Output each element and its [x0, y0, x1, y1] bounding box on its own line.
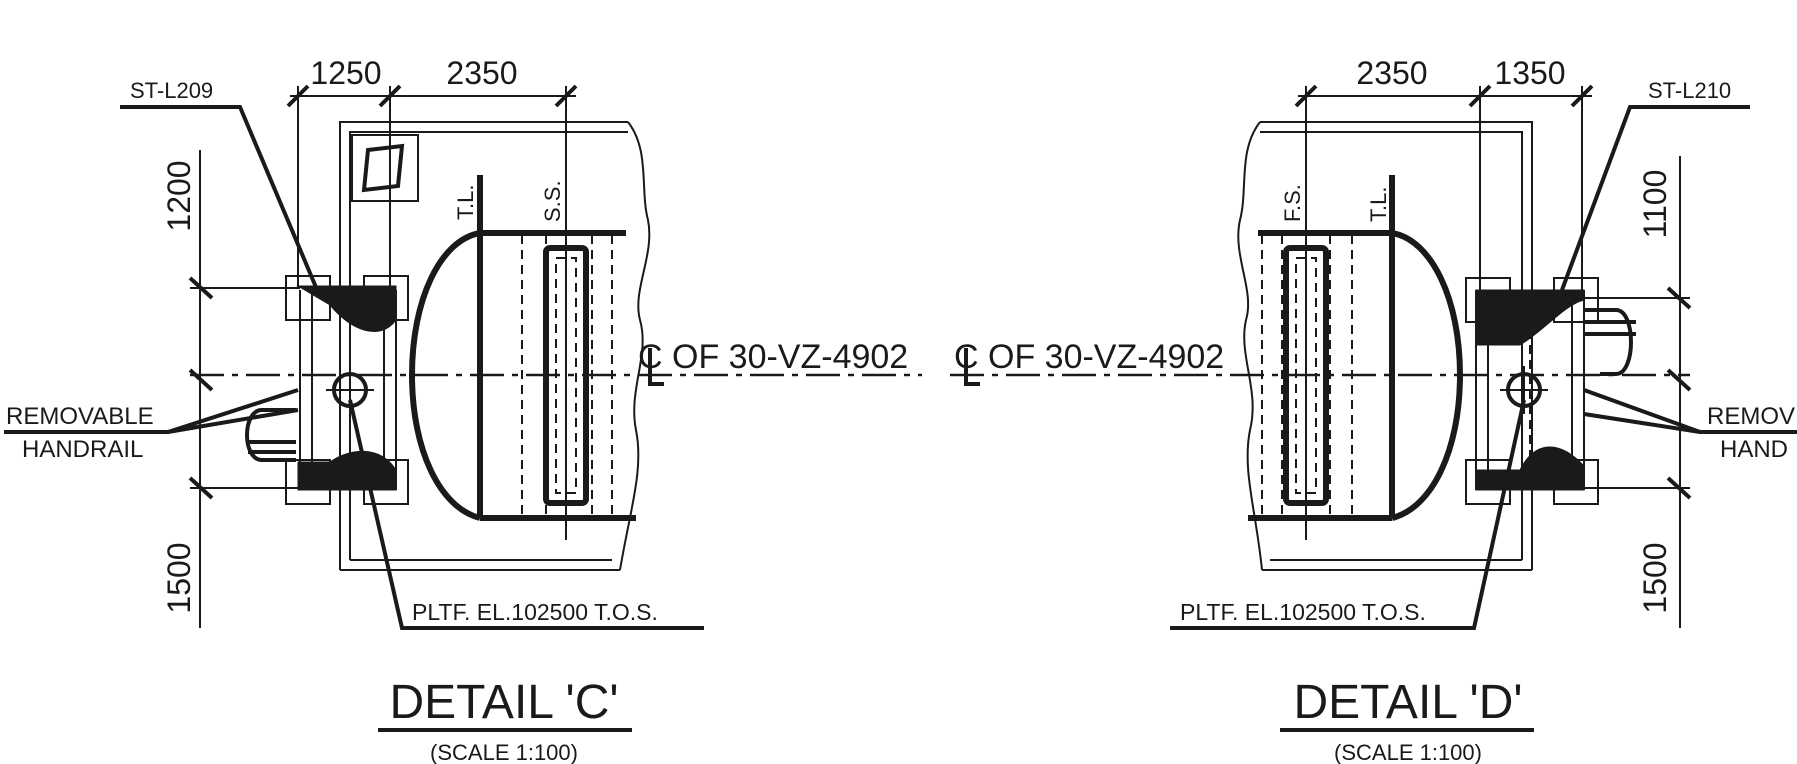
centerline-symbol-l: [648, 348, 664, 386]
dim-left-upper: 1200: [161, 160, 197, 231]
platform-label: PLTF. EL.102500 T.O.S.: [412, 599, 658, 625]
dim-left-lower: 1500: [161, 542, 197, 613]
handrail-loop: [1584, 308, 1633, 376]
dim-top-1: 2350: [1356, 55, 1427, 91]
dim-tick: [1570, 84, 1594, 108]
dim-top-1: 1250: [310, 55, 381, 91]
leader-handrail-2: [1583, 412, 1701, 434]
dim-top-2: 2350: [446, 55, 517, 91]
leader-platform: [348, 399, 704, 630]
handrail-label-2: HANDRAIL: [22, 436, 143, 463]
handrail-loop: [245, 408, 296, 462]
detail-scale: (SCALE 1:100): [1334, 740, 1482, 764]
dim-tick: [188, 276, 214, 300]
platform-frame: [1475, 290, 1585, 490]
dim-tick: [1294, 84, 1318, 108]
dim-tick: [1666, 476, 1692, 500]
platform-outline: [339, 121, 628, 571]
vessel-break-line: [619, 121, 651, 571]
handrail-label-1: REMOVABLE: [6, 403, 154, 430]
tl-label: T.L.: [453, 185, 478, 220]
detail-d: ST-L210 2350 1350 1100 1500 F.S. T.L. C …: [950, 55, 1797, 764]
tag-label: ST-L210: [1648, 78, 1731, 103]
centerline-symbol: C: [954, 338, 980, 386]
ladder-box: [351, 134, 419, 202]
tag-label: ST-L209: [130, 78, 213, 103]
leader-tag: [120, 105, 320, 293]
tl-label: T.L.: [1366, 187, 1391, 222]
detail-title: DETAIL 'D': [1293, 676, 1522, 729]
ss-label: S.S.: [540, 180, 565, 222]
dim-right-upper: 1100: [1637, 170, 1673, 239]
dim-tick: [286, 84, 310, 108]
platform-outline: [1260, 121, 1533, 571]
ladder-rung: [361, 143, 405, 193]
centerline-symbol-l: [964, 348, 980, 386]
leader-platform: [1170, 399, 1526, 630]
dim-tick: [1666, 368, 1692, 392]
centerline-label: OF 30-VZ-4902: [988, 338, 1224, 376]
dim-tick: [1666, 286, 1692, 310]
vessel-head: [408, 230, 481, 521]
detail-scale: (SCALE 1:100): [430, 740, 578, 764]
vessel-break-line: [1237, 121, 1263, 571]
detail-c: ST-L209 1250 2350 1200 1500 T.L. S.S. C …: [4, 55, 922, 764]
handrail-bars: [1584, 320, 1636, 336]
dim-top-2: 1350: [1494, 55, 1565, 91]
fs-label: F.S.: [1280, 184, 1305, 222]
dim-tick: [1468, 84, 1492, 108]
dim-tick: [378, 84, 402, 108]
centerline-symbol: C: [638, 338, 664, 386]
detail-title: DETAIL 'C': [389, 676, 618, 729]
leader-handrail-2: [167, 408, 299, 434]
handrail-bars: [248, 440, 296, 454]
dim-tick: [188, 476, 214, 500]
handrail-label-2: HAND: [1720, 436, 1788, 463]
dim-tick: [188, 368, 214, 392]
platform-frame: [299, 290, 397, 490]
leader-tag: [1560, 105, 1750, 291]
dim-tick: [554, 84, 578, 108]
centerline-label: OF 30-VZ-4902: [672, 338, 908, 376]
dim-right-lower: 1500: [1637, 542, 1673, 613]
platform-label: PLTF. EL.102500 T.O.S.: [1180, 599, 1426, 625]
handrail-label-1: REMOV: [1707, 403, 1795, 430]
